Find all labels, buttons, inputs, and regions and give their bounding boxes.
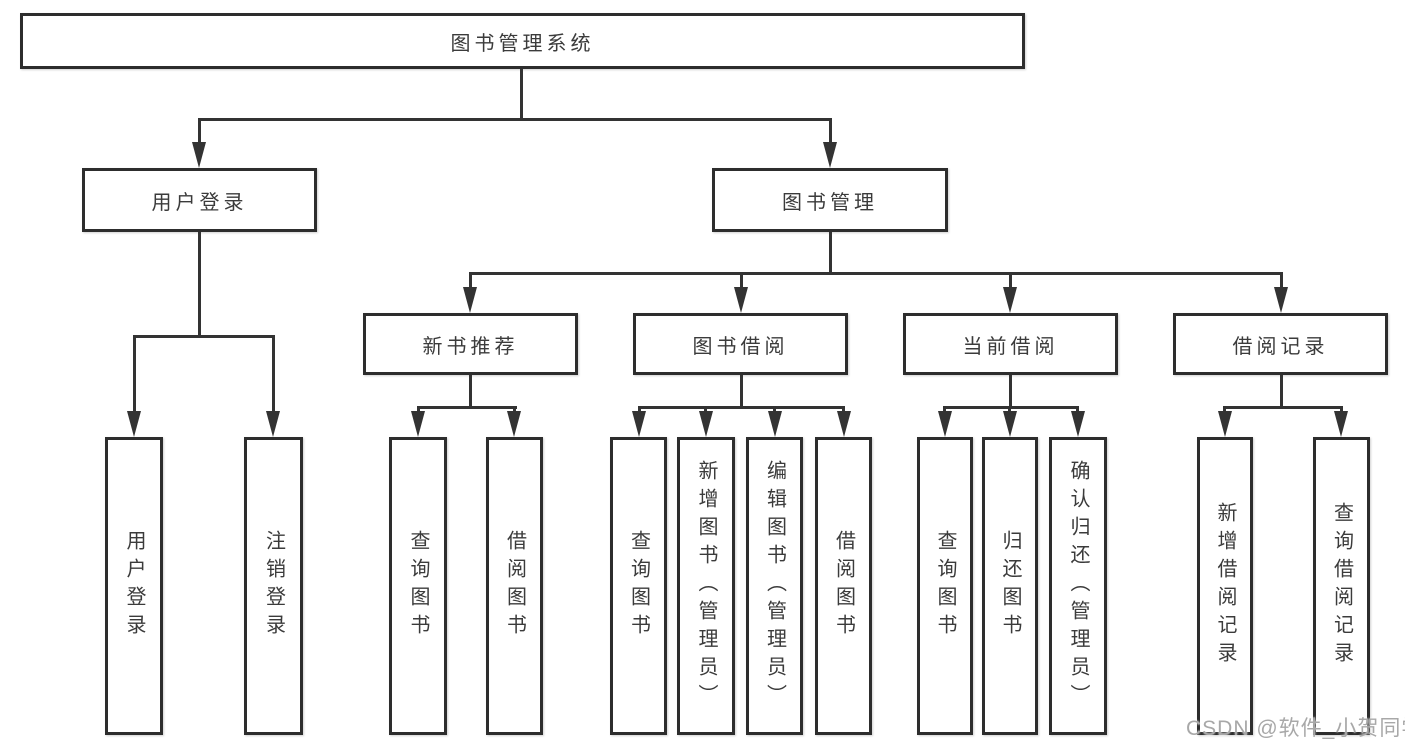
leaf-query-books-recommend-label: 查询图书 (407, 530, 429, 642)
connector-line (1009, 375, 1012, 406)
arrow-down-icon (127, 411, 141, 437)
arrow-down-icon (699, 411, 713, 437)
arrow-down-icon (266, 411, 280, 437)
node-current-borrowing: 当前借阅 (903, 313, 1118, 375)
arrow-down-icon (192, 142, 206, 168)
connector-line (1340, 406, 1343, 413)
leaf-add-book-admin-label: 新增图书（管理员） (695, 460, 717, 712)
node-new-book-recommend-label: 新书推荐 (422, 335, 519, 358)
node-book-borrowing-label: 图书借阅 (692, 335, 789, 358)
connector-line (417, 406, 420, 413)
leaf-borrow-books-recommend-label: 借阅图书 (503, 530, 526, 642)
arrow-down-icon (632, 411, 646, 437)
node-book-management: 图书管理 (712, 168, 948, 232)
node-new-book-recommend: 新书推荐 (363, 313, 578, 375)
connector-line (829, 232, 832, 272)
node-current-borrowing-label: 当前借阅 (962, 335, 1059, 358)
connector-line (773, 406, 776, 413)
leaf-return-books-label: 归还图书 (999, 530, 1021, 642)
leaf-borrow-books-borrowing: 借阅图书 (815, 437, 872, 735)
node-user-login: 用户登录 (82, 168, 317, 232)
leaf-query-borrow-record: 查询借阅记录 (1313, 437, 1370, 735)
node-root-label: 图书管理系统 (450, 32, 595, 55)
leaf-user-login: 用户登录 (105, 437, 163, 735)
connector-line (1280, 375, 1283, 406)
connector-line (198, 232, 201, 335)
connector-line (272, 335, 275, 413)
arrow-down-icon (734, 287, 748, 313)
connector-line (198, 118, 201, 146)
connector-line (469, 272, 472, 289)
connector-line (944, 406, 1079, 409)
leaf-borrow-books-recommend: 借阅图书 (486, 437, 543, 735)
connector-line (1008, 406, 1011, 413)
connector-line (829, 118, 832, 146)
node-user-login-label: 用户登录 (151, 191, 248, 214)
arrow-down-icon (507, 411, 521, 437)
connector-line (417, 406, 517, 409)
connector-line (740, 272, 743, 289)
leaf-add-borrow-record-label: 新增借阅记录 (1214, 502, 1236, 670)
connector-line (704, 406, 707, 413)
csdn-watermark: CSDN @软件_小贺同学 (1186, 717, 1405, 740)
arrow-down-icon (1334, 411, 1348, 437)
arrow-down-icon (837, 411, 851, 437)
arrow-down-icon (938, 411, 952, 437)
leaf-logout: 注销登录 (244, 437, 303, 735)
connector-line (1223, 406, 1226, 413)
node-borrowing-records: 借阅记录 (1173, 313, 1388, 375)
leaf-borrow-books-borrowing-label: 借阅图书 (832, 530, 855, 642)
connector-line (943, 406, 946, 413)
leaf-edit-book-admin: 编辑图书（管理员） (746, 437, 803, 735)
node-book-borrowing: 图书借阅 (633, 313, 848, 375)
connector-line (133, 335, 136, 413)
arrow-down-icon (1071, 411, 1085, 437)
leaf-return-books: 归还图书 (982, 437, 1038, 735)
leaf-confirm-return-admin: 确认归还（管理员） (1049, 437, 1107, 735)
arrow-down-icon (823, 142, 837, 168)
connector-line (513, 406, 516, 413)
connector-line (469, 272, 1282, 275)
node-book-management-label: 图书管理 (782, 191, 878, 214)
arrow-down-icon (1003, 411, 1017, 437)
arrow-down-icon (768, 411, 782, 437)
connector-line (1009, 272, 1012, 289)
connector-line (520, 69, 523, 118)
arrow-down-icon (1218, 411, 1232, 437)
connector-line (842, 406, 845, 413)
leaf-query-books-borrowing-label: 查询图书 (627, 530, 650, 642)
arrow-down-icon (1003, 287, 1017, 313)
connector-line (1280, 272, 1283, 289)
leaf-confirm-return-admin-label: 确认归还（管理员） (1067, 460, 1089, 712)
connector-line (740, 375, 743, 406)
connector-line (198, 118, 832, 121)
leaf-edit-book-admin-label: 编辑图书（管理员） (763, 460, 786, 712)
connector-line (638, 406, 845, 409)
leaf-query-books-recommend: 查询图书 (389, 437, 447, 735)
leaf-add-borrow-record: 新增借阅记录 (1197, 437, 1253, 735)
arrow-down-icon (1274, 287, 1288, 313)
leaf-query-books-borrowing: 查询图书 (610, 437, 667, 735)
leaf-query-books-current: 查询图书 (917, 437, 973, 735)
leaf-query-books-current-label: 查询图书 (934, 530, 956, 642)
leaf-add-book-admin: 新增图书（管理员） (677, 437, 735, 735)
connector-line (1076, 406, 1079, 413)
leaf-query-borrow-record-label: 查询借阅记录 (1330, 502, 1353, 670)
arrow-down-icon (411, 411, 425, 437)
connector-line (469, 375, 472, 406)
arrow-down-icon (463, 287, 477, 313)
node-borrowing-records-label: 借阅记录 (1232, 335, 1329, 358)
connector-line (638, 406, 641, 413)
node-root: 图书管理系统 (20, 13, 1025, 69)
connector-line (1224, 406, 1343, 409)
leaf-logout-label: 注销登录 (262, 530, 285, 642)
connector-line (133, 335, 274, 338)
leaf-user-login-label: 用户登录 (123, 530, 145, 642)
